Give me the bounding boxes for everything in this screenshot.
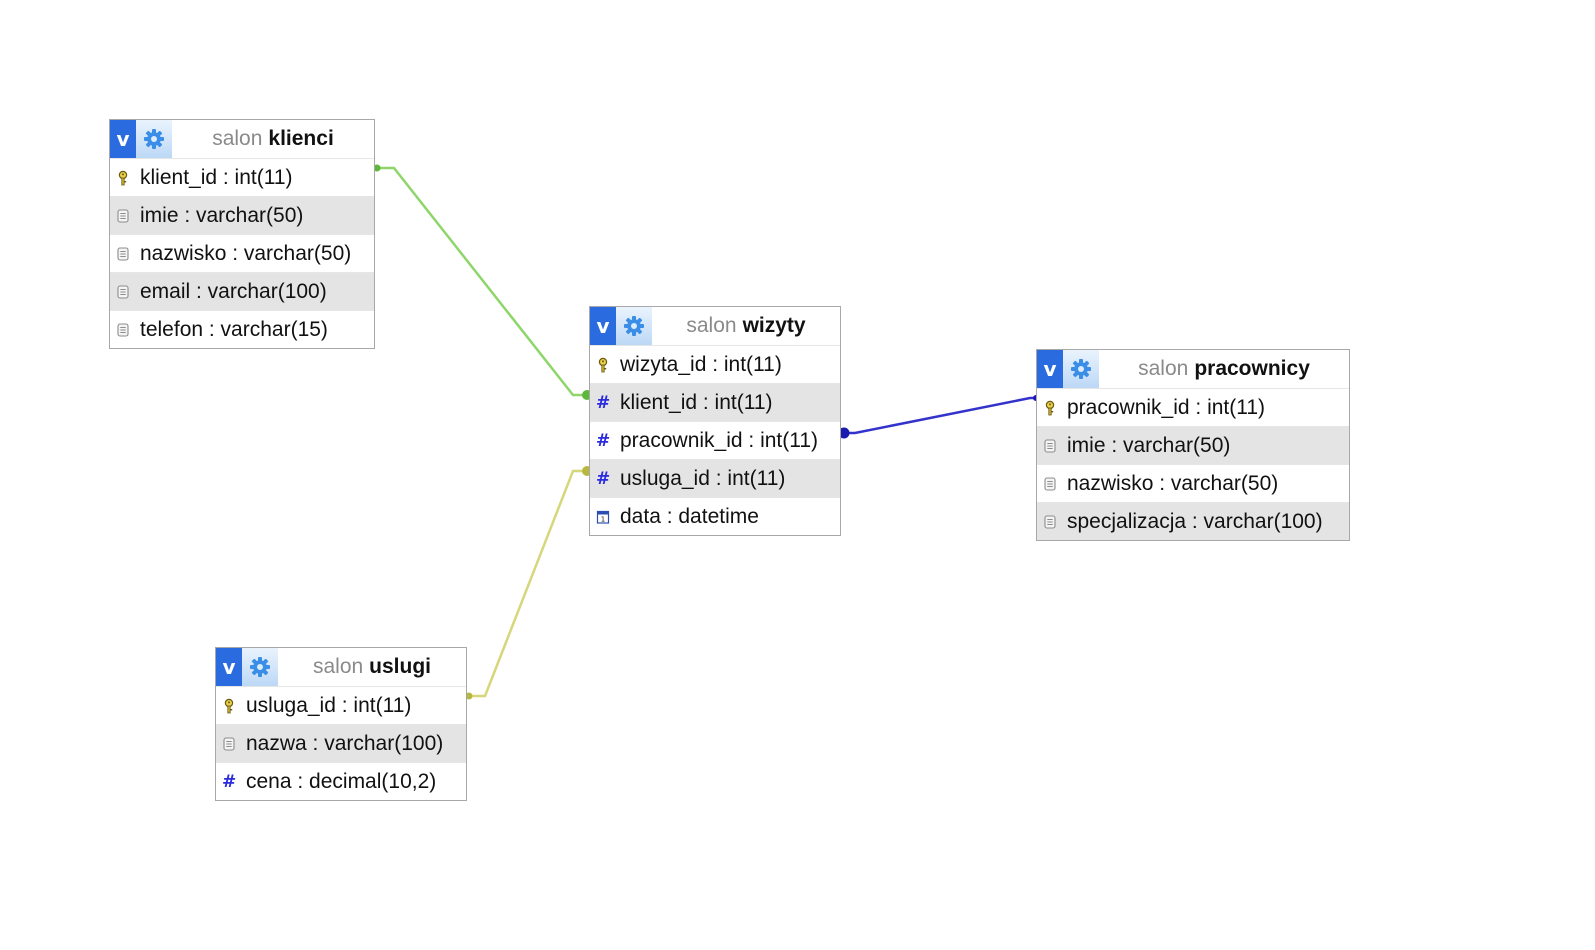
hash-icon: # — [596, 392, 611, 413]
text-field-icon — [116, 246, 140, 262]
key-icon — [596, 357, 620, 373]
text-field-icon — [1043, 514, 1067, 530]
column-label: usluga_id : int(11) — [246, 693, 412, 717]
text-field-icon — [116, 208, 140, 224]
relation-end-dot — [465, 692, 473, 700]
key-icon — [1043, 400, 1067, 416]
column-row[interactable]: nazwisko : varchar(50) — [1037, 464, 1349, 502]
column-row[interactable]: nazwisko : varchar(50) — [110, 234, 374, 272]
column-label: specjalizacja : varchar(100) — [1067, 509, 1323, 533]
column-label: telefon : varchar(15) — [140, 317, 328, 341]
text-field-icon — [116, 322, 140, 338]
gear-icon[interactable] — [1063, 350, 1099, 388]
column-label: imie : varchar(50) — [1067, 433, 1231, 457]
column-label: cena : decimal(10,2) — [246, 769, 437, 793]
column-label: nazwisko : varchar(50) — [1067, 471, 1279, 495]
column-label: pracownik_id : int(11) — [620, 428, 819, 452]
calendar-icon: 1 — [596, 509, 620, 525]
gear-icon[interactable] — [242, 648, 278, 686]
text-field-icon — [1043, 438, 1067, 454]
column-label: klient_id : int(11) — [140, 165, 293, 189]
key-icon — [222, 698, 246, 714]
hash-icon: # — [596, 468, 611, 489]
table-name: pracownicy — [1194, 357, 1310, 380]
column-row[interactable]: # pracownik_id : int(11) — [590, 421, 840, 459]
relation-line-pracownik — [843, 396, 1038, 435]
column-row[interactable]: usluga_id : int(11) — [216, 686, 466, 724]
relation-start-dot — [373, 164, 381, 172]
relation-line-usluga — [469, 469, 588, 698]
relation-line-klient — [377, 166, 588, 397]
database-name: salon — [212, 127, 263, 150]
column-label: imie : varchar(50) — [140, 203, 304, 227]
hash-icon: # — [596, 430, 611, 451]
column-row[interactable]: # klient_id : int(11) — [590, 383, 840, 421]
relation-wizyty-uslugi — [465, 466, 592, 700]
v-toggle-icon[interactable]: v — [110, 120, 136, 158]
key-icon — [116, 170, 140, 186]
column-label: email : varchar(100) — [140, 279, 327, 303]
column-row[interactable]: wizyta_id : int(11) — [590, 345, 840, 383]
header-buttons: v — [216, 648, 278, 686]
column-row[interactable]: imie : varchar(50) — [110, 196, 374, 234]
column-row[interactable]: imie : varchar(50) — [1037, 426, 1349, 464]
relation-start-dot — [838, 427, 850, 439]
column-label: usluga_id : int(11) — [620, 466, 786, 490]
v-toggle-icon[interactable]: v — [590, 307, 616, 345]
column-label: nazwa : varchar(100) — [246, 731, 444, 755]
column-label: data : datetime — [620, 504, 759, 528]
gear-icon[interactable] — [136, 120, 172, 158]
column-row[interactable]: specjalizacja : varchar(100) — [1037, 502, 1349, 540]
column-row[interactable]: email : varchar(100) — [110, 272, 374, 310]
v-toggle-icon[interactable]: v — [1037, 350, 1063, 388]
text-field-icon — [116, 284, 140, 300]
header-buttons: v — [1037, 350, 1099, 388]
column-row[interactable]: nazwa : varchar(100) — [216, 724, 466, 762]
table-name: klienci — [268, 127, 334, 150]
column-label: nazwisko : varchar(50) — [140, 241, 352, 265]
database-name: salon — [312, 655, 364, 678]
text-field-icon — [222, 736, 246, 752]
table-name: uslugi — [369, 655, 432, 678]
relation-wizyty-pracownicy — [838, 395, 1039, 439]
database-name: salon — [686, 314, 737, 337]
header-buttons: v — [590, 307, 652, 345]
column-row[interactable]: klient_id : int(11) — [110, 158, 374, 196]
svg-text:1: 1 — [601, 515, 605, 523]
column-row[interactable]: pracownik_id : int(11) — [1037, 388, 1349, 426]
column-row[interactable]: # usluga_id : int(11) — [590, 459, 840, 497]
gear-icon[interactable] — [616, 307, 652, 345]
relation-klienci-wizyty — [373, 164, 592, 400]
column-row[interactable]: # cena : decimal(10,2) — [216, 762, 466, 800]
column-label: pracownik_id : int(11) — [1067, 395, 1266, 419]
v-toggle-icon[interactable]: v — [216, 648, 242, 686]
table-name: wizyty — [742, 314, 806, 337]
header-buttons: v — [110, 120, 172, 158]
column-label: klient_id : int(11) — [620, 390, 773, 414]
column-row[interactable]: 1 data : datetime — [590, 497, 840, 535]
column-label: wizyta_id : int(11) — [620, 352, 782, 376]
column-row[interactable]: telefon : varchar(15) — [110, 310, 374, 348]
hash-icon: # — [222, 771, 237, 792]
text-field-icon — [1043, 476, 1067, 492]
database-name: salon — [1138, 357, 1189, 380]
